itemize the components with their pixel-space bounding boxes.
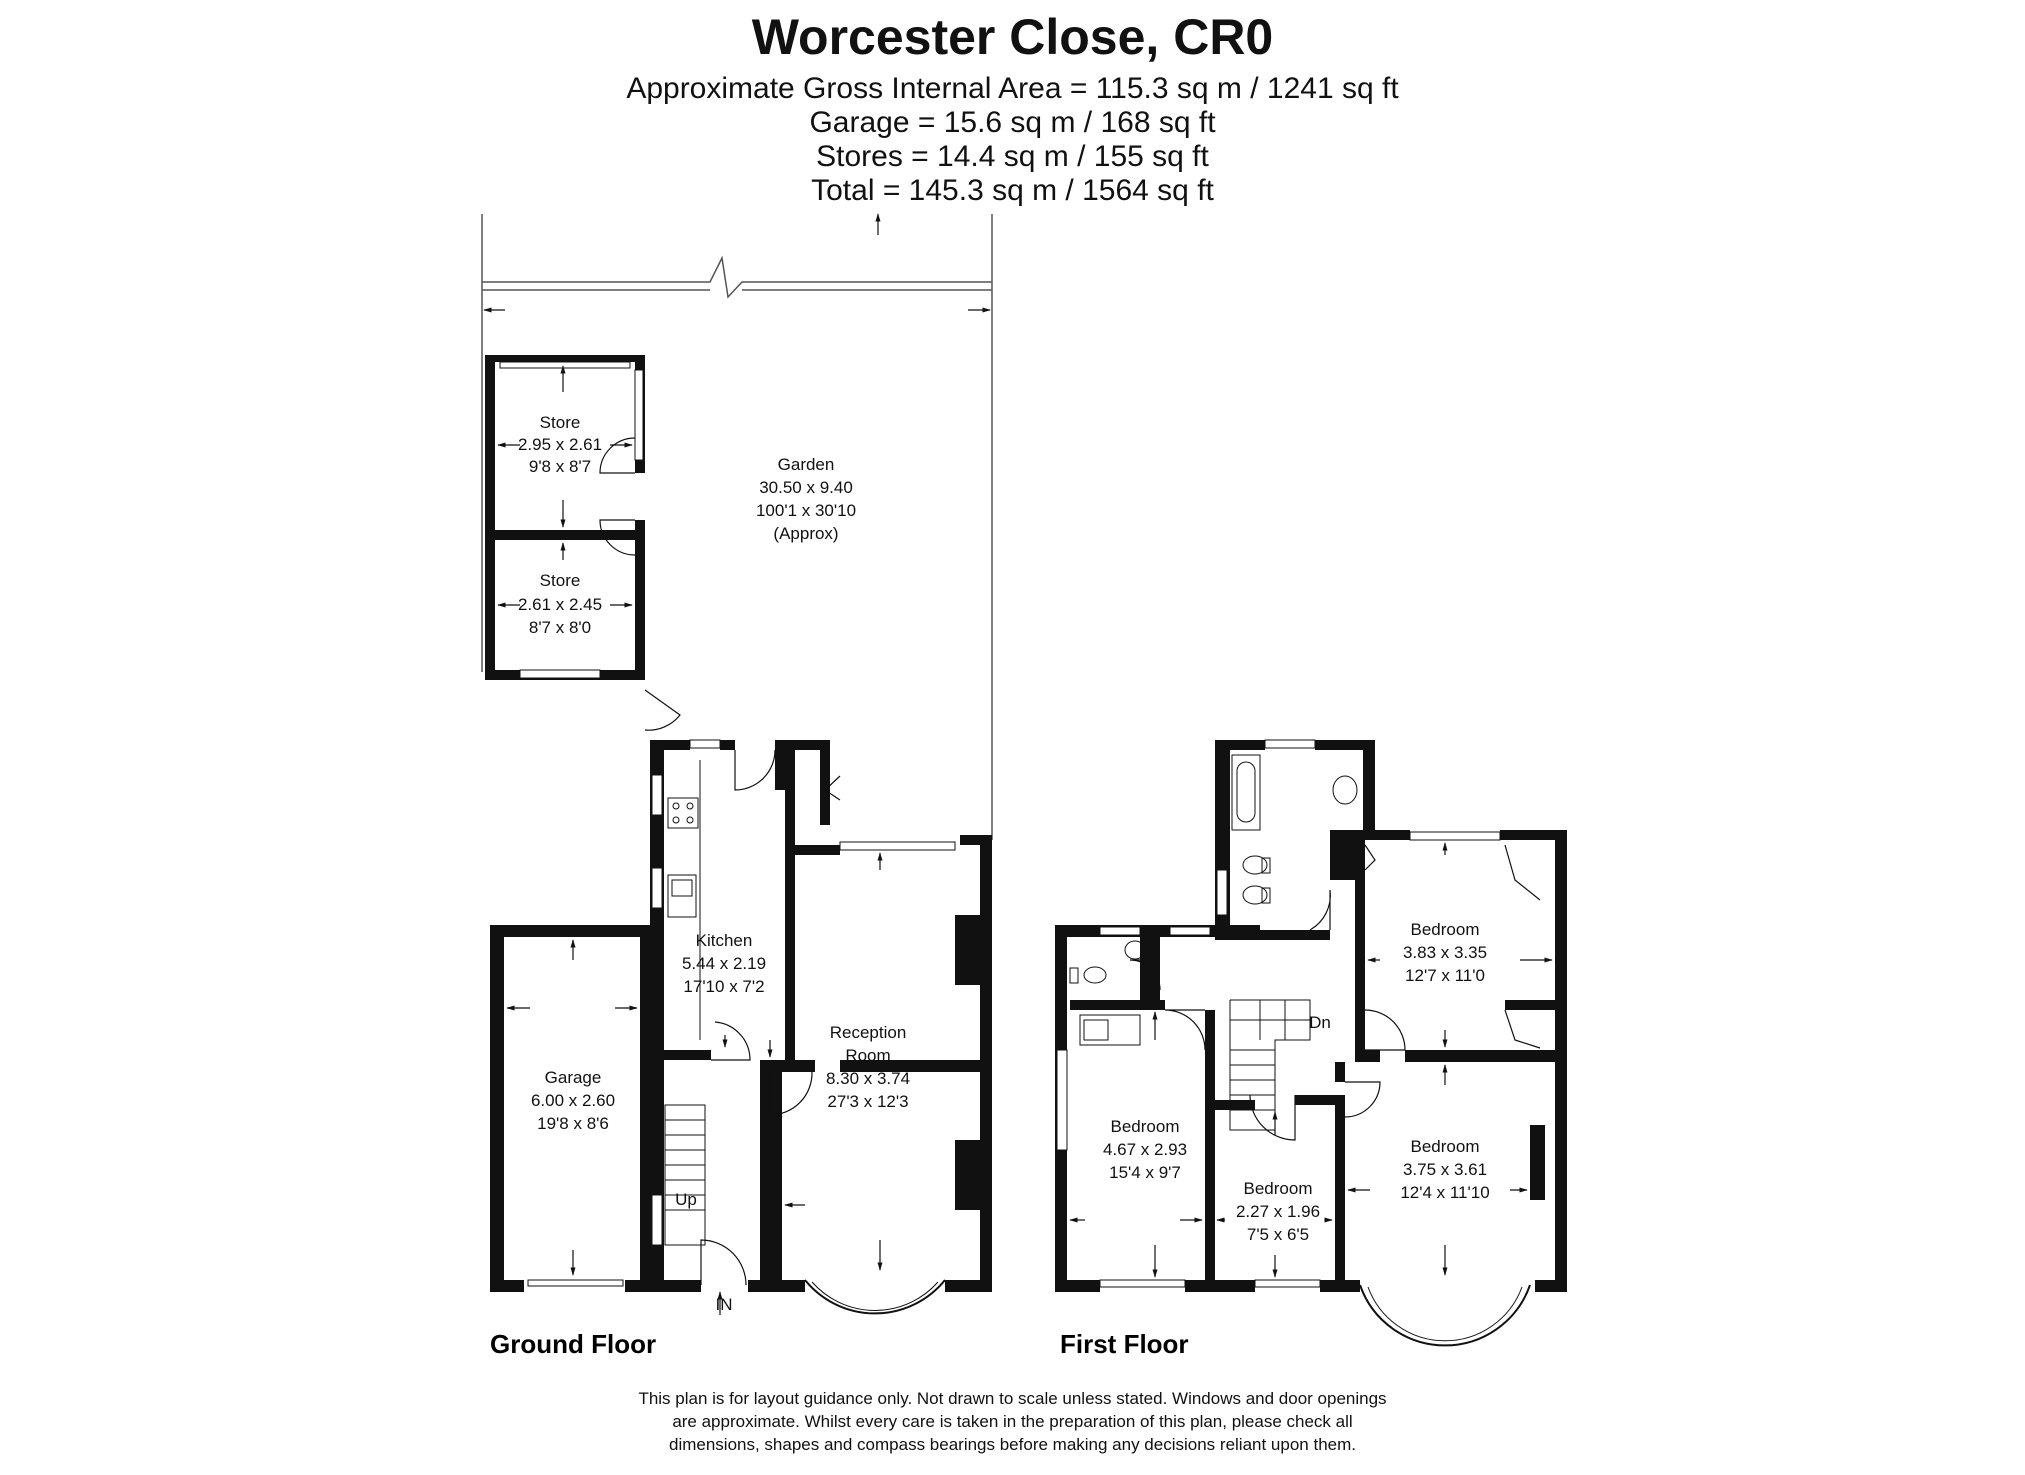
room-name: Garage	[545, 1068, 602, 1087]
entrance-label: IN	[716, 1295, 733, 1314]
room-name: Garden	[778, 455, 835, 474]
ground-floor-windows	[527, 739, 956, 1287]
ground-floor-walls	[490, 740, 992, 1292]
bedroom-small-label: Bedroom 2.27 x 1.96 7'5 x 6'5	[1236, 1179, 1320, 1244]
first-floor-bay-window	[1359, 1284, 1531, 1347]
plan-title: Worcester Close, CR0	[751, 9, 1274, 65]
first-floor-doors	[1129, 844, 1541, 1141]
ground-floor-stairs	[664, 1104, 706, 1246]
store-windows	[499, 361, 644, 679]
room-name: Kitchen	[696, 931, 753, 950]
first-floor-walls	[1055, 740, 1567, 1292]
first-floor-stairs	[1229, 999, 1311, 1131]
first-floor-dimension-arrows	[1069, 842, 1553, 1278]
garage-label: Garage 6.00 x 2.60 19'8 x 8'6	[531, 1068, 615, 1133]
bedroom-rear-right-label: Bedroom 3.83 x 3.35 12'7 x 11'0	[1403, 920, 1487, 985]
room-metric: 4.67 x 2.93	[1103, 1140, 1187, 1159]
reception-bay-window	[804, 1279, 946, 1315]
room-metric: 8.30 x 3.74	[826, 1069, 910, 1088]
room-note: (Approx)	[773, 524, 838, 543]
room-imperial: 9'8 x 8'7	[529, 457, 591, 476]
first-floor-windows	[1056, 739, 1501, 1288]
first-floor-label: First Floor	[1060, 1329, 1189, 1359]
disclaimer: This plan is for layout guidance only. N…	[0, 1387, 2025, 1456]
gross-internal-area: Approximate Gross Internal Area = 115.3 …	[626, 72, 1399, 105]
room-imperial: 12'7 x 11'0	[1405, 966, 1485, 985]
bedroom-front-right-label: Bedroom 3.75 x 3.61 12'4 x 11'10	[1400, 1137, 1489, 1202]
ground-floor-dimension-arrows	[506, 852, 978, 1315]
store-dimension-arrows	[497, 365, 633, 608]
garden-dimension-arrows	[483, 213, 991, 313]
total-area: Total = 145.3 sq m / 1564 sq ft	[811, 174, 1214, 207]
room-metric: 5.44 x 2.19	[682, 954, 766, 973]
room-name: Bedroom	[1411, 920, 1480, 939]
stores-area: Stores = 14.4 sq m / 155 sq ft	[816, 140, 1209, 173]
room-imperial: 7'5 x 6'5	[1247, 1225, 1309, 1244]
kitchen-label: Kitchen 5.44 x 2.19 17'10 x 7'2	[682, 931, 766, 996]
stairs-up-label: Up	[675, 1190, 697, 1209]
store-upper-label: Store 2.95 x 2.61 9'8 x 8'7	[518, 413, 602, 476]
ground-floor-label: Ground Floor	[490, 1329, 656, 1359]
room-imperial: 17'10 x 7'2	[683, 977, 764, 996]
disclaimer-line: are approximate. Whilst every care is ta…	[672, 1412, 1353, 1431]
room-metric: 6.00 x 2.60	[531, 1091, 615, 1110]
room-metric: 3.83 x 3.35	[1403, 943, 1487, 962]
room-metric: 2.27 x 1.96	[1236, 1202, 1320, 1221]
garden-label: Garden 30.50 x 9.40 100'1 x 30'10 (Appro…	[756, 455, 856, 543]
room-imperial: 15'4 x 9'7	[1109, 1163, 1181, 1182]
room-metric: 2.95 x 2.61	[518, 435, 602, 454]
room-metric: 30.50 x 9.40	[759, 478, 853, 497]
disclaimer-line: dimensions, shapes and compass bearings …	[668, 1435, 1356, 1454]
stairs-down-label: Dn	[1309, 1013, 1331, 1032]
room-name: Bedroom	[1244, 1179, 1313, 1198]
room-metric: 2.61 x 2.45	[518, 595, 602, 614]
room-name-2: Room	[845, 1046, 890, 1065]
room-metric: 3.75 x 3.61	[1403, 1160, 1487, 1179]
room-imperial: 12'4 x 11'10	[1400, 1183, 1489, 1202]
room-name: Store	[540, 571, 581, 590]
store-lower-label: Store 2.61 x 2.45 8'7 x 8'0	[518, 571, 602, 637]
room-name: Store	[540, 413, 581, 432]
store-doors	[599, 437, 681, 731]
room-name: Bedroom	[1111, 1117, 1180, 1136]
bathroom-fittings	[1069, 754, 1358, 1046]
room-imperial: 19'8 x 8'6	[537, 1114, 609, 1133]
room-name: Reception	[830, 1023, 907, 1042]
room-imperial: 8'7 x 8'0	[529, 618, 591, 637]
room-name: Bedroom	[1411, 1137, 1480, 1156]
room-imperial: 100'1 x 30'10	[756, 501, 856, 520]
reception-label: Reception Room 8.30 x 3.74 27'3 x 12'3	[826, 1023, 910, 1111]
bedroom-front-left-label: Bedroom 4.67 x 2.93 15'4 x 9'7	[1103, 1117, 1187, 1182]
garden-boundary	[481, 214, 993, 840]
kitchen-fittings	[667, 760, 701, 1040]
disclaimer-line: This plan is for layout guidance only. N…	[638, 1389, 1387, 1408]
garage-area: Garage = 15.6 sq m / 168 sq ft	[809, 106, 1216, 139]
room-imperial: 27'3 x 12'3	[827, 1092, 908, 1111]
